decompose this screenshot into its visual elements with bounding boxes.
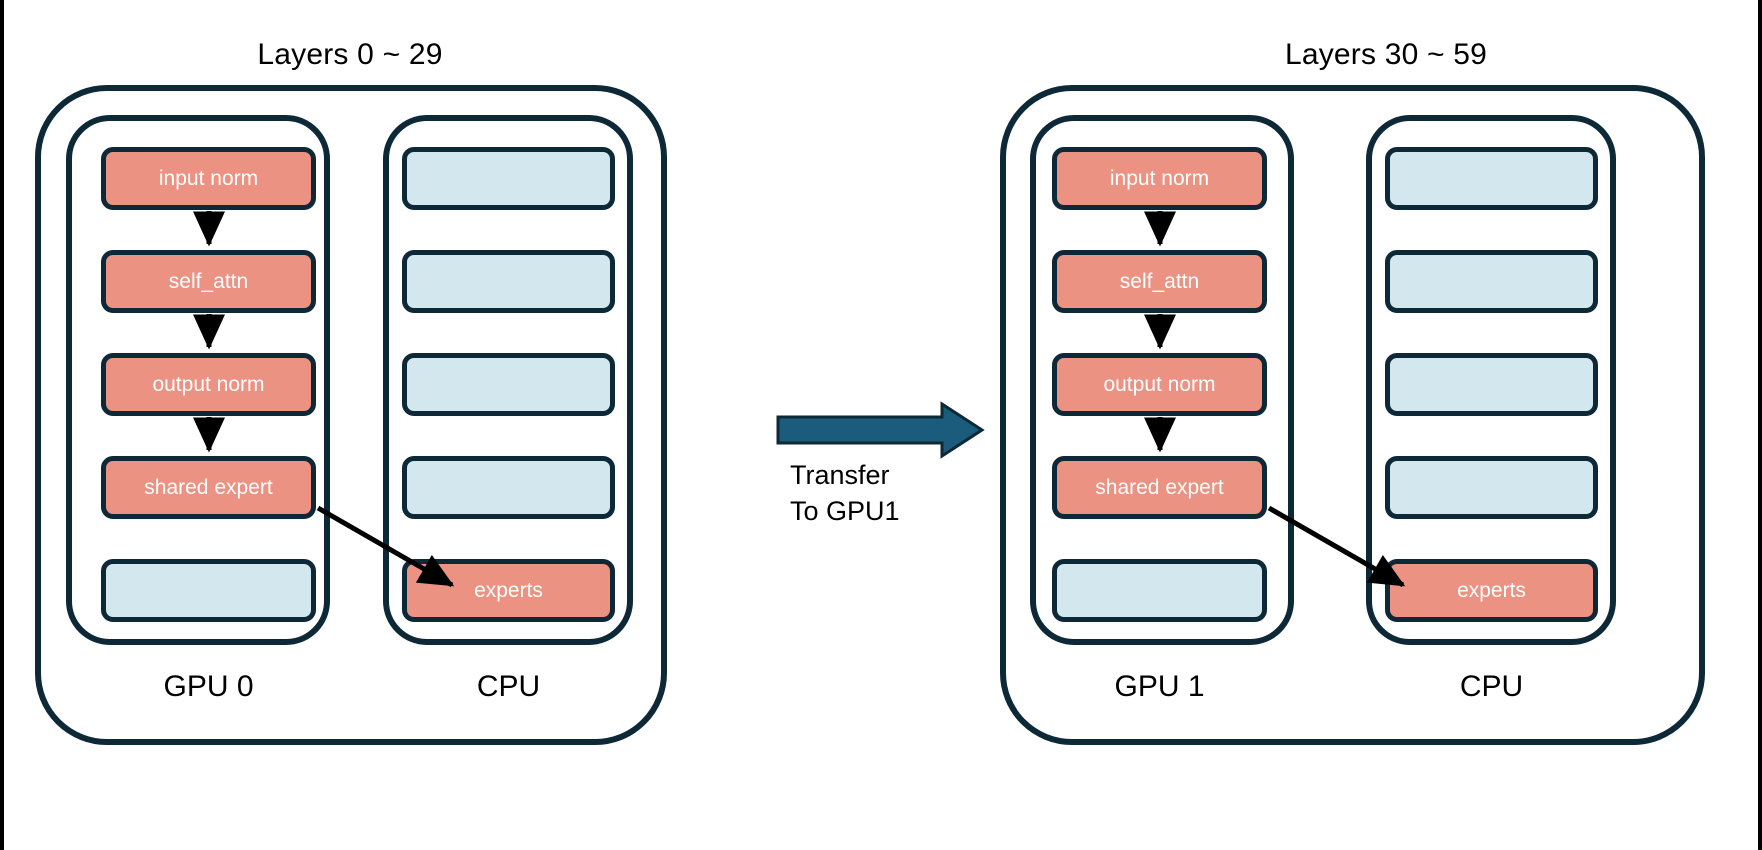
right-group-title: Layers 30 ~ 59 — [1284, 38, 1488, 71]
cpu0-node-slot-3[interactable] — [402, 353, 615, 416]
cpu0-node-slot-1[interactable] — [402, 147, 615, 210]
gpu0-label: GPU 0 — [163, 670, 254, 703]
gpu1-node-self-attn[interactable]: self_attn — [1052, 250, 1267, 313]
transfer-block-arrow — [776, 401, 985, 459]
left-group-title: Layers 0 ~ 29 — [257, 38, 443, 71]
gpu1-node-input-norm[interactable]: input norm — [1052, 147, 1267, 210]
gpu0-node-shared-expert[interactable]: shared expert — [101, 456, 316, 519]
gpu0-node-empty[interactable] — [101, 559, 316, 622]
gpu1-node-shared-expert[interactable]: shared expert — [1052, 456, 1267, 519]
gpu0-node-output-norm[interactable]: output norm — [101, 353, 316, 416]
left-frame-edge — [0, 0, 4, 850]
cpu1-node-slot-2[interactable] — [1385, 250, 1598, 313]
cpu1-label: CPU — [1459, 670, 1524, 703]
cpu1-node-experts[interactable]: experts — [1385, 559, 1598, 622]
cpu0-label: CPU — [476, 670, 541, 703]
cpu0-node-slot-4[interactable] — [402, 456, 615, 519]
gpu1-node-empty[interactable] — [1052, 559, 1267, 622]
cpu0-node-slot-2[interactable] — [402, 250, 615, 313]
transfer-arrow-label: Transfer To GPU1 — [790, 460, 900, 526]
gpu1-label: GPU 1 — [1114, 670, 1205, 703]
cpu0-node-experts[interactable]: experts — [402, 559, 615, 622]
right-frame-edge — [1758, 0, 1762, 850]
gpu1-node-output-norm[interactable]: output norm — [1052, 353, 1267, 416]
cpu1-node-slot-3[interactable] — [1385, 353, 1598, 416]
cpu1-node-slot-4[interactable] — [1385, 456, 1598, 519]
cpu1-node-slot-1[interactable] — [1385, 147, 1598, 210]
gpu0-node-self-attn[interactable]: self_attn — [101, 250, 316, 313]
gpu0-node-input-norm[interactable]: input norm — [101, 147, 316, 210]
